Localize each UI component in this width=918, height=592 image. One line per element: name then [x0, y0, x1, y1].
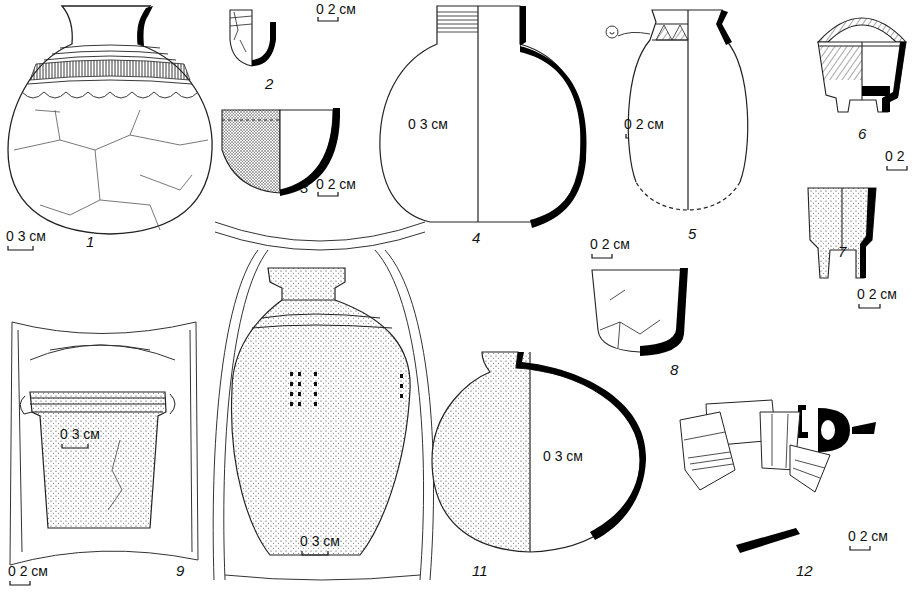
scale-label: 0 2 см — [316, 176, 356, 192]
vessel-11-part — [516, 352, 646, 540]
vessel-2-part — [230, 12, 252, 52]
scale-bars-part — [8, 246, 33, 250]
scale-label: 0 3 см — [60, 426, 100, 442]
vessel-5-part — [606, 26, 650, 38]
scale-bars-part — [318, 17, 338, 21]
scale-label: 0 2 см — [8, 563, 48, 579]
vessel-10 — [213, 222, 433, 580]
figure-number: 11 — [472, 563, 488, 579]
vessel-4-part — [477, 6, 478, 222]
scale-bars-part — [887, 166, 907, 170]
vessel-7-part — [841, 188, 842, 250]
fragments-12 — [680, 400, 876, 553]
fragments-12-part — [684, 432, 733, 470]
vessel-7-part — [860, 188, 876, 278]
vessel-4-part — [520, 6, 587, 228]
vessel-7-part — [808, 188, 876, 278]
vessel-8 — [592, 268, 688, 356]
vessel-10-part — [290, 372, 403, 406]
vessel-5-part — [656, 25, 688, 40]
figure-number: 5 — [688, 226, 696, 242]
figure-number: 8 — [670, 362, 678, 378]
scale-label: 0 2 см — [857, 286, 897, 302]
scale-label: 0 3 см — [543, 448, 583, 464]
vessel-10-part — [213, 222, 433, 580]
vessel-4 — [380, 6, 587, 228]
figure-number: 12 — [796, 563, 813, 579]
figure-number: 3 — [300, 180, 308, 196]
vessel-11-part — [529, 352, 530, 552]
scale-label: 0 3 см — [6, 228, 46, 244]
scale-bars-part — [850, 546, 870, 550]
vessel-1-part — [22, 92, 198, 98]
scale-label: 0 2 см — [624, 116, 664, 132]
vessel-1-part — [30, 60, 190, 80]
fragments-12-part — [821, 420, 835, 440]
vessel-1-part — [14, 110, 208, 230]
vessel-11 — [432, 352, 646, 552]
scale-label: 0 3 см — [300, 533, 340, 549]
fragments-12-part — [818, 408, 876, 452]
vessel-4-part — [437, 12, 478, 32]
vessel-6-part — [818, 42, 906, 112]
vessel-6 — [818, 18, 906, 112]
vessel-5 — [606, 10, 748, 210]
vessel-5-part — [716, 10, 732, 45]
vessel-10-part — [232, 268, 411, 555]
fragments-12-part — [793, 460, 825, 478]
scale-bars-part — [318, 192, 338, 196]
vessel-1-part — [138, 6, 153, 46]
figure-number: 6 — [858, 126, 866, 142]
scale-label: 0 2 — [885, 148, 904, 164]
vessel-1 — [8, 6, 212, 234]
vessel-11-part — [432, 352, 530, 552]
vessel-4-part — [380, 6, 581, 222]
scale-label: 0 2 см — [316, 1, 356, 17]
vessel-2-part — [252, 22, 276, 66]
vessel-3-part — [222, 119, 280, 120]
scale-bars-part — [10, 581, 30, 585]
vessel-1-part — [8, 6, 212, 234]
fragments-12-part — [736, 528, 800, 553]
fragments-12-part — [772, 414, 788, 468]
scale-label: 0 3 см — [408, 116, 448, 132]
vessel-1-part — [28, 45, 192, 84]
figure-number: 9 — [176, 563, 184, 579]
fragments-12-part — [790, 445, 830, 492]
vessel-5-part — [628, 10, 747, 210]
scale-label: 0 2 см — [848, 528, 888, 544]
vessel-9 — [10, 322, 198, 565]
vessel-9-part — [20, 394, 175, 414]
scale-bars-part — [859, 304, 880, 308]
vessel-9-part — [10, 322, 198, 565]
vessel-2 — [230, 10, 276, 66]
vessel-8-part — [600, 290, 660, 348]
vessel-6-part — [820, 46, 862, 80]
figure-number: 2 — [265, 76, 273, 92]
vessel-2-part — [230, 10, 252, 66]
vessel-8-part — [640, 268, 688, 356]
figure-number: 4 — [472, 230, 480, 246]
vessel-9-part — [108, 440, 122, 510]
vessel-6-part — [818, 18, 906, 42]
vessel-9-part — [18, 330, 192, 552]
fragments-12-part — [680, 412, 735, 490]
figure-number: 1 — [86, 234, 94, 250]
vessel-10-part — [252, 300, 392, 328]
vessel-3-part — [222, 110, 280, 193]
vessel-7 — [808, 188, 876, 278]
scale-label: 0 2 см — [590, 236, 630, 252]
figure-number: 7 — [838, 244, 846, 260]
vessel-5-part — [652, 10, 688, 210]
scale-bars-part — [592, 254, 612, 258]
vessel-6-part — [862, 42, 906, 112]
